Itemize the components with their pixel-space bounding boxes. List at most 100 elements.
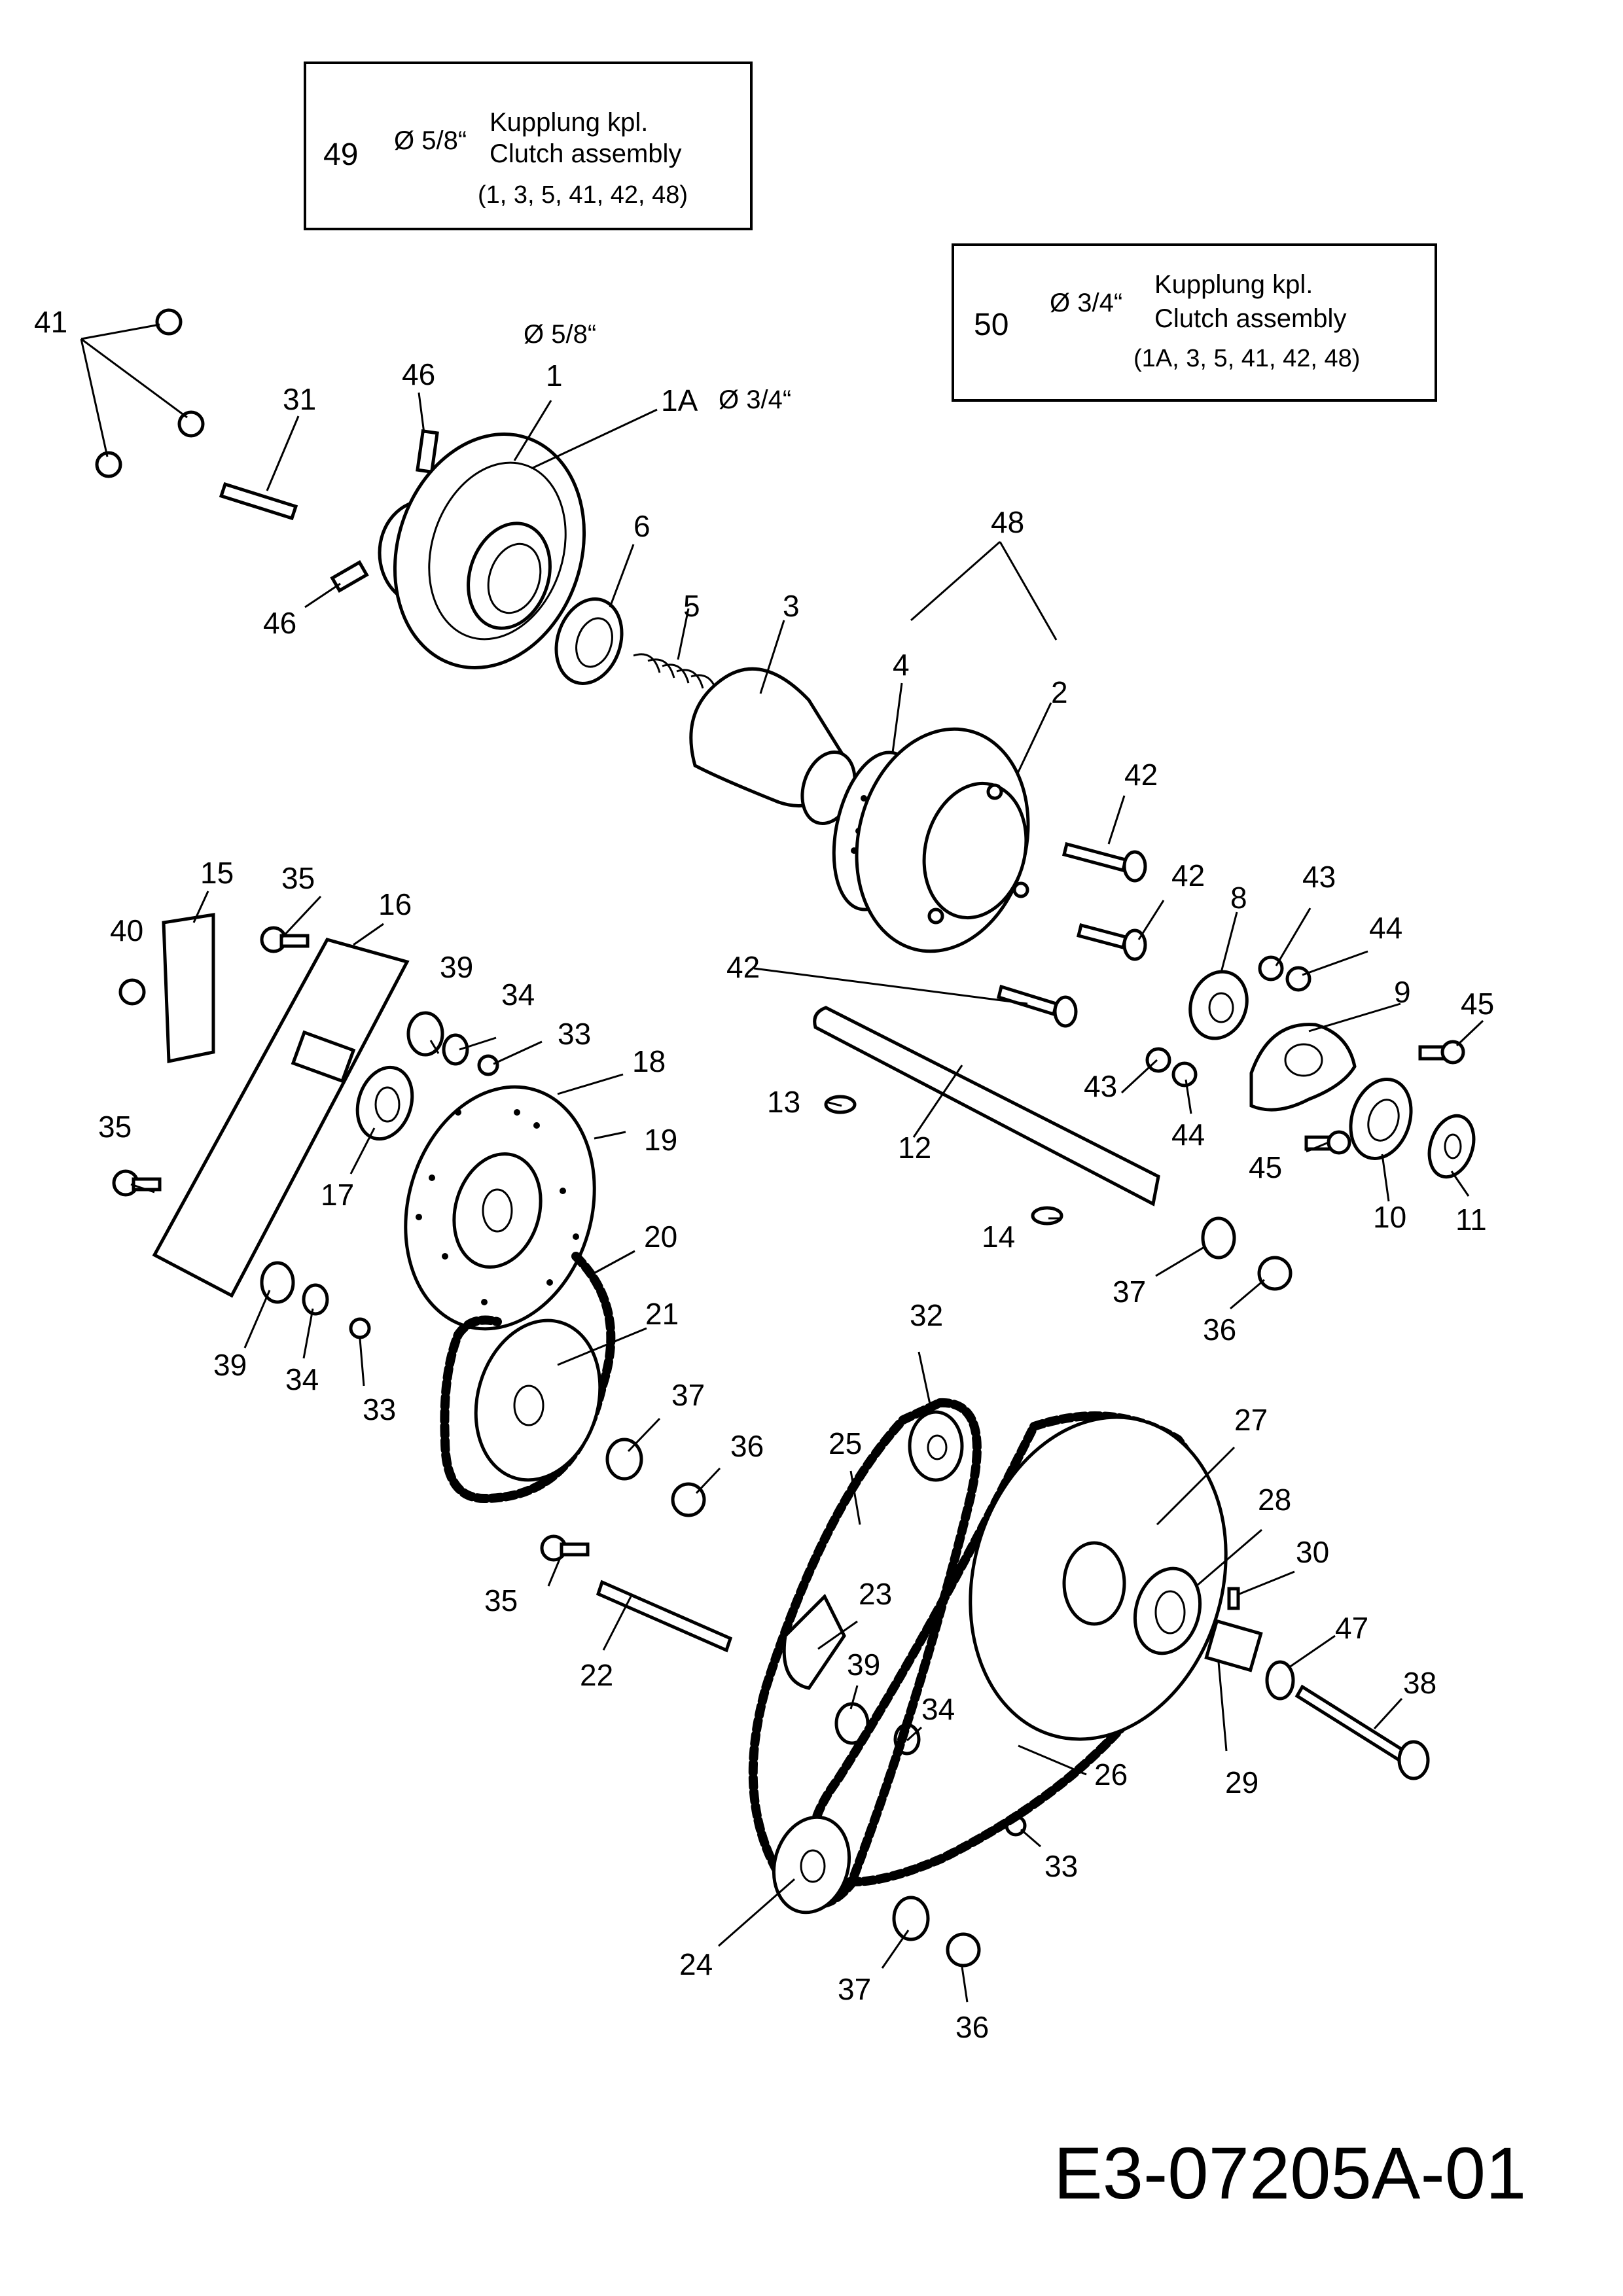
part-label: 39 <box>213 1348 247 1382</box>
part-15-bracket <box>162 913 215 1064</box>
variant-note-3-4: Ø 3/4“ <box>719 385 791 414</box>
parts-graphics <box>95 308 1476 1968</box>
info-box-50-title-de: Kupplung kpl. <box>1154 270 1313 299</box>
part-label: 41 <box>34 305 67 339</box>
part-label: 30 <box>1296 1535 1329 1569</box>
document-id: E3-07205A-01 <box>1054 2132 1526 2214</box>
part-label: 33 <box>558 1017 591 1051</box>
info-box-50-parts: (1A, 3, 5, 41, 42, 48) <box>1133 345 1360 372</box>
info-box-49-title-en: Clutch assembly <box>490 139 681 168</box>
part-label: 39 <box>440 950 473 984</box>
info-box-50-number: 50 <box>974 308 1008 342</box>
part-label: 1A <box>661 383 698 417</box>
part-1-clutch-drum <box>378 433 586 669</box>
part-label: 37 <box>1113 1275 1146 1309</box>
part-label: 26 <box>1094 1757 1128 1792</box>
info-box-49-frame <box>304 62 753 230</box>
part-47-washer <box>1265 1660 1295 1701</box>
part-label: 8 <box>1230 881 1247 915</box>
part-label: 4 <box>893 648 910 682</box>
part-label: 44 <box>1171 1118 1205 1152</box>
part-label: 20 <box>644 1220 677 1254</box>
info-box-49-diameter: Ø 5/8“ <box>394 126 467 155</box>
part-12-shaft <box>813 1006 1160 1207</box>
part-label: 42 <box>726 950 760 984</box>
part-label: 34 <box>501 978 535 1012</box>
part-label: 32 <box>910 1298 943 1332</box>
part-label: 34 <box>285 1362 319 1396</box>
part-5-spring <box>633 653 719 694</box>
part-label: 9 <box>1394 975 1411 1009</box>
part-label: 45 <box>1461 987 1494 1021</box>
part-label: 25 <box>829 1426 862 1460</box>
part-label: 46 <box>402 357 435 391</box>
part-label: 22 <box>580 1658 613 1692</box>
part-label: 34 <box>921 1692 955 1726</box>
part-label: 36 <box>730 1429 764 1463</box>
info-box-50-title-en: Clutch assembly <box>1154 304 1346 333</box>
part-label: 16 <box>378 887 412 921</box>
part-label: 43 <box>1302 860 1336 894</box>
part-label: 5 <box>683 589 700 623</box>
part-10-bearing <box>1349 1077 1413 1161</box>
part-37-36-hardware <box>605 1216 1293 1968</box>
part-label: 35 <box>281 861 315 895</box>
part-29-bushing <box>1204 1619 1263 1672</box>
part-label: 19 <box>644 1123 677 1157</box>
part-6-bearing <box>554 597 624 685</box>
part-label: 33 <box>1044 1849 1078 1883</box>
part-label: 37 <box>838 1972 871 2006</box>
part-label: 45 <box>1249 1150 1282 1184</box>
part-label: 24 <box>679 1947 713 1981</box>
part-40-nut <box>118 978 146 1006</box>
part-label: 47 <box>1335 1611 1368 1645</box>
part-38-bolt <box>1294 1684 1430 1780</box>
leader-lines <box>80 323 1484 2003</box>
part-label: 36 <box>955 2010 989 2044</box>
part-label: 23 <box>859 1577 892 1611</box>
part-label: 15 <box>200 856 234 890</box>
part-19-friction-wheel <box>404 1085 596 1331</box>
part-label: 44 <box>1369 911 1402 945</box>
info-box-49-title-de: Kupplung kpl. <box>490 108 648 137</box>
part-label: 35 <box>484 1583 518 1617</box>
part-28-bearing <box>1133 1566 1202 1655</box>
part-14-key <box>1031 1206 1063 1226</box>
part-label: 28 <box>1258 1483 1291 1517</box>
part-24-sprocket <box>772 1815 851 1915</box>
part-label: 2 <box>1051 675 1068 709</box>
part-label: 42 <box>1124 758 1158 792</box>
part-21-sprocket <box>474 1318 602 1482</box>
part-32-sprocket <box>908 1410 964 1482</box>
part-label: 33 <box>363 1392 396 1426</box>
info-box-50: 50 Ø 3/4“ Kupplung kpl. Clutch assembly … <box>952 243 1437 402</box>
info-box-49: 49 Ø 5/8“ Kupplung kpl. Clutch assembly … <box>304 62 753 230</box>
part-16-plate <box>152 938 410 1298</box>
part-label: 42 <box>1171 858 1205 892</box>
info-box-49-parts: (1, 3, 5, 41, 42, 48) <box>478 181 688 209</box>
part-label: 43 <box>1084 1069 1117 1103</box>
part-label: 12 <box>898 1131 931 1165</box>
part-label: 46 <box>263 606 296 640</box>
part-3-cone <box>689 667 857 826</box>
part-label: 38 <box>1403 1666 1436 1700</box>
info-box-50-diameter: Ø 3/4“ <box>1050 289 1122 317</box>
part-22-shaft <box>596 1580 733 1653</box>
part-label: 17 <box>321 1178 354 1212</box>
part-8-collar <box>1188 970 1249 1040</box>
part-23-tensioner <box>782 1593 846 1690</box>
part-20-chain-inner <box>454 1315 502 1339</box>
part-label: 10 <box>1373 1200 1406 1234</box>
part-label: 11 <box>1455 1203 1487 1237</box>
part-label: 3 <box>783 589 800 623</box>
part-11-washer <box>1427 1114 1476 1179</box>
part-label: 29 <box>1225 1765 1258 1799</box>
part-17-bearing <box>291 1030 414 1141</box>
part-30-set-screw <box>1227 1587 1240 1610</box>
part-label: 18 <box>632 1044 666 1078</box>
part-27-sprocket <box>969 1415 1228 1741</box>
part-2-clutch-plate <box>855 727 1030 953</box>
part-number-labels: 41 31 46 1 1A 46 6 5 3 48 4 2 42 42 42 1… <box>34 305 1494 2044</box>
part-45-bolts <box>1304 1040 1465 1155</box>
